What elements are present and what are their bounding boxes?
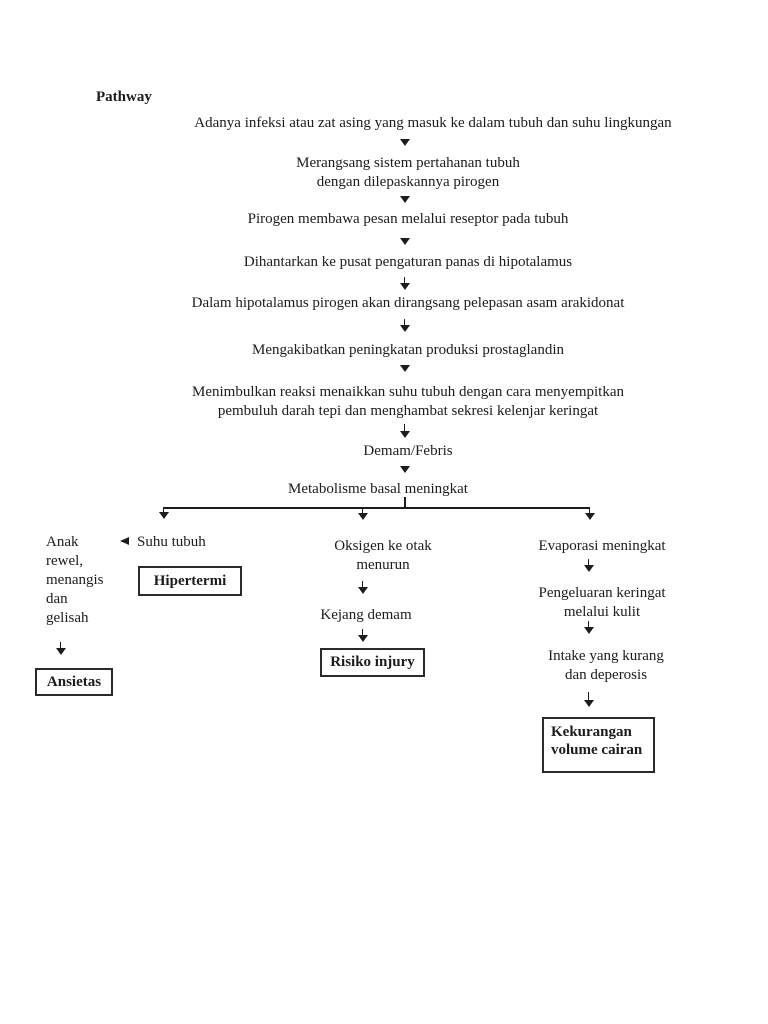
arrow-down-icon <box>158 508 169 519</box>
page-title: Pathway <box>96 89 152 105</box>
label-pengeluaran-keringat: Pengeluaran keringat melalui kulit <box>512 584 692 622</box>
flow-step-merangsang: Merangsang sistem pertahanan tubuh denga… <box>48 154 768 192</box>
arrow-down-icon <box>399 466 410 473</box>
label-evaporasi: Evaporasi meningkat <box>538 538 666 554</box>
arrow-down-icon <box>357 629 368 642</box>
arrow-down-icon <box>399 319 410 332</box>
flow-step-line: pembuluh darah tepi dan menghambat sekre… <box>217 403 599 419</box>
diagnosis-line: Kekurangan <box>551 724 632 740</box>
arrow-down-icon <box>357 581 368 594</box>
arrow-left-icon <box>120 537 129 545</box>
label-line: Intake yang kurang <box>548 648 664 664</box>
flow-step-line: dengan dilepaskannya pirogen <box>316 174 500 190</box>
arrow-down-icon <box>583 621 594 634</box>
side-note-line: rewel, <box>46 553 84 569</box>
arrow-down-icon <box>399 196 410 203</box>
branch-connector-horizontal <box>163 507 590 509</box>
flow-step-line: Menimbulkan reaksi menaikkan suhu tubuh … <box>192 384 624 400</box>
flow-step-metabolisme: Metabolisme basal meningkat <box>288 481 468 497</box>
label-line: dan deperosis <box>564 667 648 683</box>
label-intake-kurang: Intake yang kurang dan deperosis <box>516 647 696 685</box>
label-line: Pengeluaran keringat <box>538 585 666 601</box>
diagnosis-box-kekurangan-volume-cairan: Kekurangan volume cairan <box>542 717 655 773</box>
diagnosis-box-ansietas: Ansietas <box>35 668 113 696</box>
label-suhu-tubuh: Suhu tubuh <box>137 534 206 550</box>
arrow-down-icon <box>399 277 410 290</box>
diagnosis-box-hipertermi: Hipertermi <box>138 566 242 596</box>
diagnosis-line: volume cairan <box>551 742 643 758</box>
arrow-down-icon <box>399 139 410 146</box>
arrow-down-icon <box>583 559 594 572</box>
flow-step-asam-arakidonat: Dalam hipotalamus pirogen akan dirangsan… <box>191 295 625 311</box>
flow-step-line: Merangsang sistem pertahanan tubuh <box>296 155 520 171</box>
flow-step-dihantarkan: Dihantarkan ke pusat pengaturan panas di… <box>243 254 573 270</box>
label-line: melalui kulit <box>563 604 641 620</box>
label-line: Oksigen ke otak <box>334 538 432 554</box>
label-oksigen-ke-otak: Oksigen ke otak menurun <box>288 537 478 575</box>
arrow-down-icon <box>357 508 368 520</box>
side-note-line: Anak <box>46 534 79 550</box>
label-kejang-demam: Kejang demam <box>320 607 412 623</box>
arrow-down-icon <box>399 365 410 372</box>
side-note-line: dan <box>46 591 68 607</box>
flow-step-menimbulkan-reaksi: Menimbulkan reaksi menaikkan suhu tubuh … <box>48 383 768 421</box>
flow-step-prostaglandin: Mengakibatkan peningkatan produksi prost… <box>251 342 564 358</box>
arrow-down-icon <box>399 424 410 438</box>
side-note-anak-rewel: Anak rewel, menangis dan gelisah <box>46 533 126 628</box>
arrow-down-icon <box>583 692 594 707</box>
branch-connector-stub <box>404 497 406 507</box>
arrow-down-icon <box>55 642 66 655</box>
flow-step-pirogen-reseptor: Pirogen membawa pesan melalui reseptor p… <box>247 211 569 227</box>
arrow-down-icon <box>399 238 410 245</box>
side-note-line: menangis <box>46 572 104 588</box>
label-line: menurun <box>356 557 410 573</box>
arrow-down-icon <box>584 508 595 520</box>
flow-step-infeksi: Adanya infeksi atau zat asing yang masuk… <box>194 115 672 131</box>
flow-step-demam-febris: Demam/Febris <box>363 443 453 459</box>
side-note-line: gelisah <box>46 610 89 626</box>
diagnosis-box-risiko-injury: Risiko injury <box>320 648 425 677</box>
